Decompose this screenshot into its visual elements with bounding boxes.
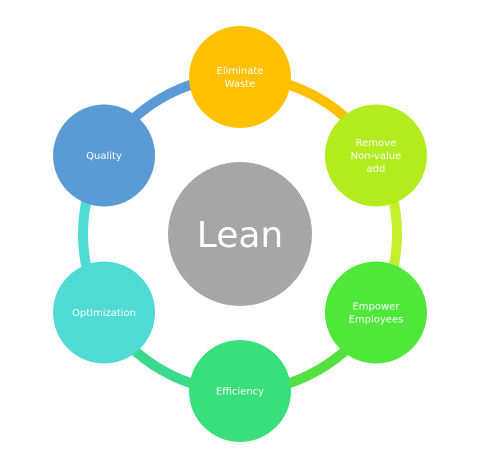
node-circle (53, 261, 156, 364)
node-label: Non-value (351, 151, 402, 162)
node-circle (53, 104, 156, 207)
node-label: Remove (356, 138, 397, 149)
node-label: Waste (225, 79, 256, 90)
node-label: Quality (86, 151, 122, 162)
cycle-node: Efficiency (189, 340, 291, 442)
node-label: Optimization (72, 308, 136, 319)
center-label: Lean (197, 215, 283, 256)
node-circle (189, 26, 291, 128)
node-circle (324, 104, 427, 207)
node-circle (189, 340, 291, 442)
node-label: Eliminate (217, 66, 264, 77)
node-label: add (367, 164, 386, 175)
node-circle (324, 261, 427, 364)
node-label: Efficiency (216, 387, 264, 398)
cycle-node: Quality (53, 104, 156, 207)
node-label: Empower (352, 302, 400, 313)
node-label: Employees (349, 315, 404, 326)
cycle-node: Optimization (53, 261, 156, 364)
center-circle (168, 162, 312, 306)
